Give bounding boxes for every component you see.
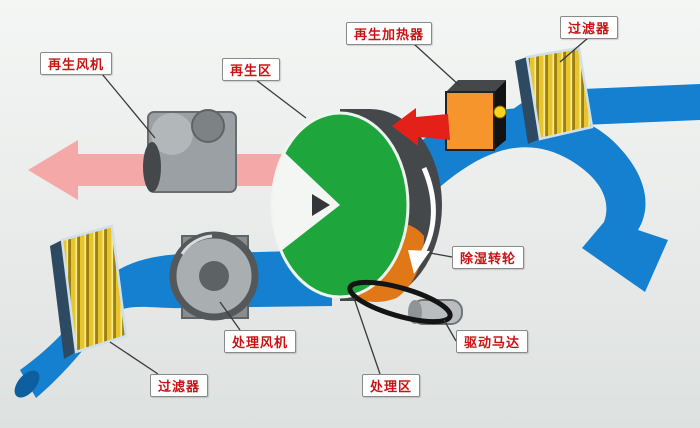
- regen-fan-graphic: [143, 109, 237, 193]
- label-regen-fan: 再生风机: [40, 52, 113, 75]
- label-filter-top: 过滤器: [560, 16, 619, 39]
- callout-lines: [101, 37, 589, 375]
- duct-opening-edge: [14, 370, 40, 398]
- callout-line-regen-heater: [413, 43, 461, 87]
- label-process-fan: 处理风机: [224, 330, 297, 353]
- label-process-zone: 处理区: [362, 374, 421, 397]
- filter-bottom-graphic: [50, 224, 128, 359]
- regen-fan-intake: [191, 109, 225, 143]
- label-regen-heater: 再生加热器: [346, 22, 433, 45]
- heater-top-face: [446, 80, 506, 92]
- callout-line-process-zone: [353, 297, 381, 375]
- regen-air-inlet-duct: [558, 84, 700, 126]
- callout-line-motor: [443, 319, 457, 342]
- callout-line-rotor: [429, 252, 453, 258]
- rotation-arrowhead: [408, 250, 430, 274]
- rotation-arrow-shaft: [418, 167, 436, 258]
- heater-indicator-dot: [493, 105, 507, 119]
- heater-front-face: [445, 91, 495, 151]
- filter-bottom-side: [50, 240, 76, 359]
- filter-top-graphic: [515, 46, 594, 144]
- callout-line-filter-bottom: [109, 341, 159, 375]
- filter-top-side: [515, 57, 540, 144]
- filter-bottom-media: [60, 224, 128, 354]
- process-air-outlet-arrow: [395, 108, 668, 292]
- label-regen-zone: 再生区: [222, 58, 281, 81]
- label-motor: 驱动马达: [456, 330, 529, 353]
- regen-heater-graphic: [445, 80, 507, 151]
- drive-belt: [347, 279, 453, 325]
- regen-fan-outlet: [143, 142, 161, 192]
- callout-line-regen-zone: [255, 79, 307, 119]
- process-fan-hub: [199, 261, 229, 291]
- process-fan-graphic: [169, 231, 259, 321]
- label-filter-bottom: 过滤器: [150, 374, 209, 397]
- filter-top-media: [525, 46, 594, 141]
- rotor-wheel-graphic: [270, 109, 442, 302]
- callout-line-process-fan: [219, 301, 241, 331]
- wedge-arrow: [312, 194, 330, 216]
- hot-air-arrow: [392, 108, 450, 146]
- label-rotor: 除湿转轮: [452, 246, 525, 269]
- process-fan-highlight: [180, 234, 213, 255]
- regen-sector-wedge: [272, 152, 340, 251]
- regen-fan-scroll: [151, 113, 193, 155]
- callout-line-filter-top: [559, 37, 589, 63]
- rotation-arrow: [408, 167, 436, 274]
- callout-line-regen-fan: [101, 73, 156, 139]
